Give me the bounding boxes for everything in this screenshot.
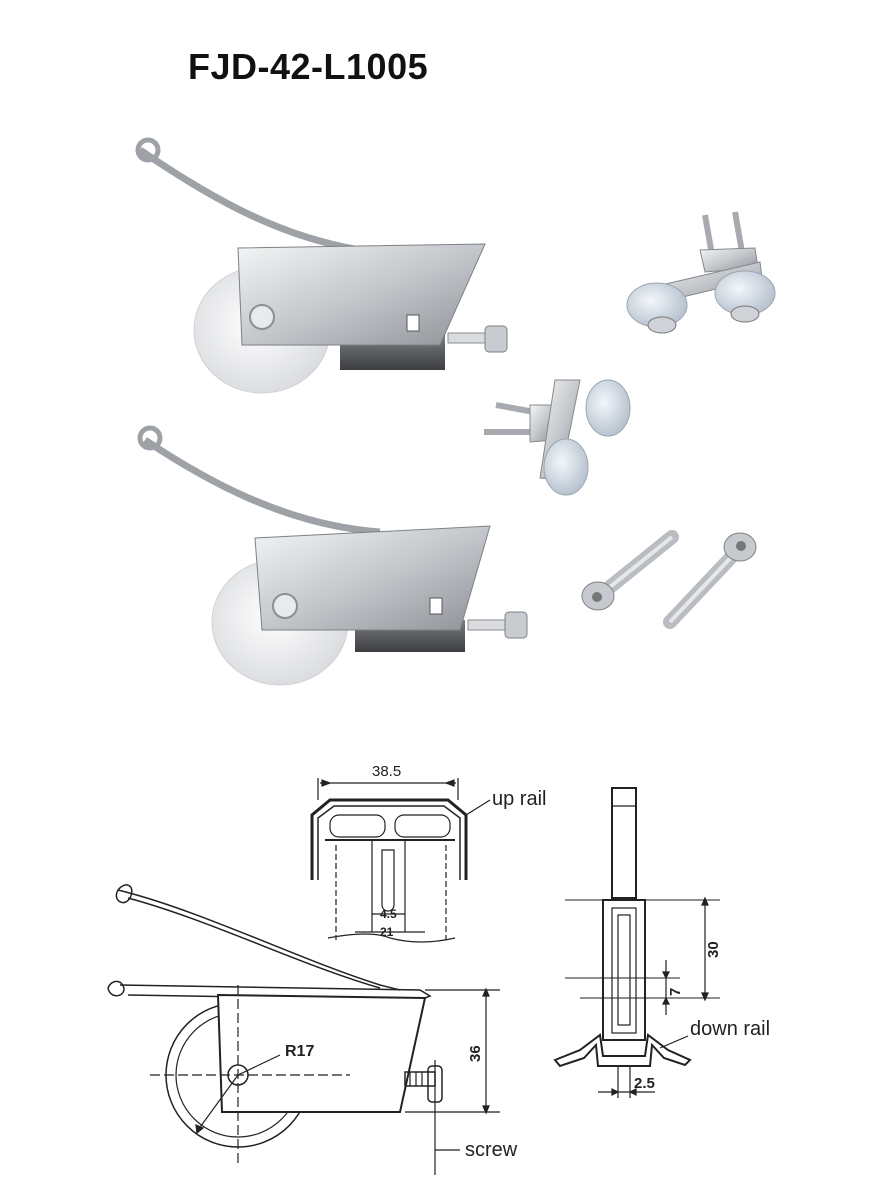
dim-height-left: 36 — [467, 1045, 484, 1062]
axle-bolt — [249, 304, 275, 330]
clear-wheel — [585, 379, 631, 437]
slot — [429, 597, 443, 615]
adjust-screw-shaft — [447, 332, 491, 344]
adjust-screw-head — [504, 611, 528, 639]
hub — [730, 305, 760, 323]
label-down-rail: down rail — [690, 1018, 770, 1040]
product-title: FJD-42-L1005 — [188, 46, 429, 87]
roller-assembly-2 — [137, 425, 528, 686]
cap-screw-2 — [663, 532, 757, 629]
technical-drawing — [107, 778, 720, 1175]
up-rail-section — [310, 778, 468, 943]
clear-wheel — [543, 438, 589, 496]
spring-arm — [143, 437, 381, 536]
slot — [406, 314, 420, 332]
roller-assembly-1 — [135, 137, 508, 394]
dim-radius: R17 — [285, 1043, 314, 1060]
top-guide-1 — [626, 211, 776, 334]
hub — [647, 316, 677, 334]
spring-loop — [137, 425, 163, 451]
cap-screw-1 — [581, 530, 679, 611]
down-rail-section — [553, 787, 720, 1098]
label-up-rail: up rail — [492, 788, 546, 810]
adjust-screw-shaft — [467, 619, 511, 631]
dim-slot-inner: 4.5 — [380, 907, 397, 921]
dim-slot-outer: 21 — [380, 925, 394, 939]
spring-loop — [135, 137, 161, 163]
fork — [702, 211, 745, 256]
adjust-screw-head — [484, 325, 508, 353]
roller-side-view — [107, 884, 500, 1175]
top-guide-2 — [484, 379, 631, 496]
axle-bolt — [272, 593, 298, 619]
label-screw: screw — [465, 1139, 518, 1161]
spring-arm — [138, 147, 361, 254]
dim-width-top: 38.5 — [372, 763, 401, 780]
housing-plate — [237, 243, 486, 346]
dim-height-right: 30 — [705, 941, 722, 958]
dim-height-small: 7 — [667, 988, 684, 996]
dim-gap: 2.5 — [634, 1075, 655, 1092]
